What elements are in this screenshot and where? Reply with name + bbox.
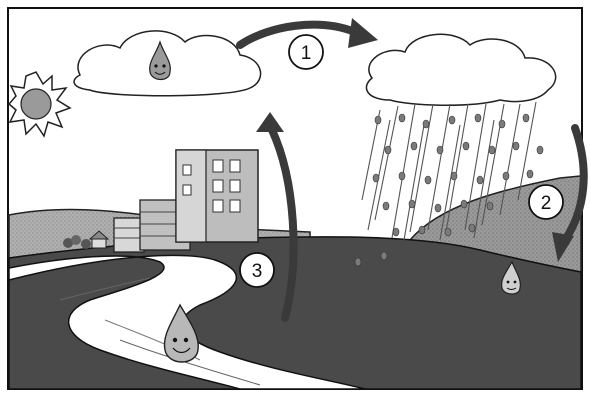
step-marker-3: 3: [240, 253, 274, 287]
step-number: 3: [252, 261, 263, 282]
step-number: 1: [301, 43, 312, 64]
step-marker-1: 1: [289, 35, 323, 69]
step-marker-2: 2: [529, 185, 563, 219]
step-number: 2: [541, 193, 552, 214]
